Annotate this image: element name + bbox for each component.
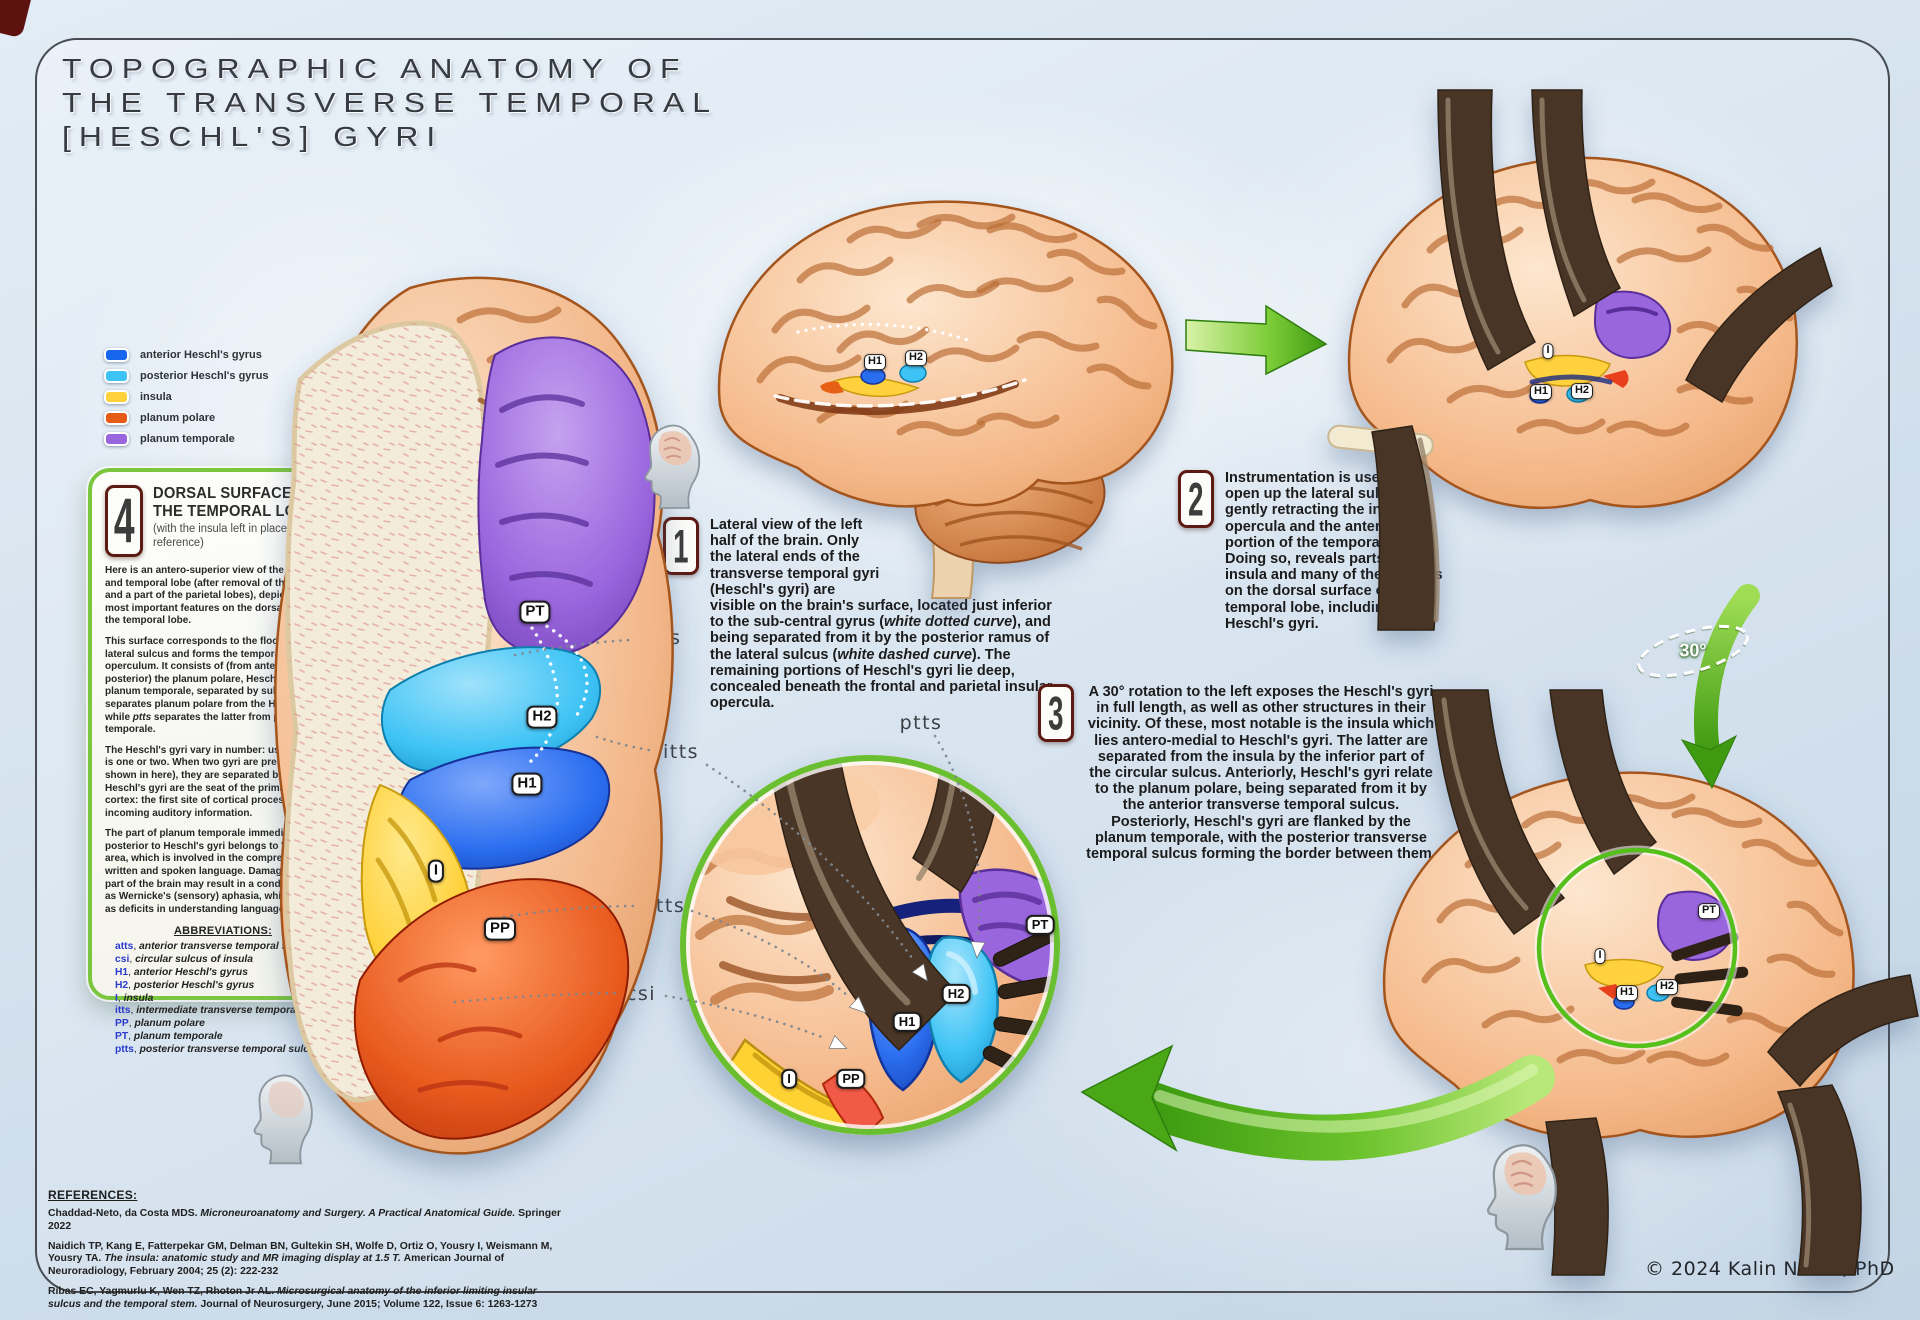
title-line-3: [HESCHL'S] GYRI xyxy=(62,121,444,152)
legend-label: planum temporale xyxy=(140,432,235,445)
abbreviation-item: PT, planum temporale xyxy=(115,1031,223,1043)
head-profile-icon xyxy=(644,424,701,509)
label-pill-h2: H2 xyxy=(526,705,558,729)
legend-label: insula xyxy=(140,390,172,403)
legend-item: insula xyxy=(104,386,269,407)
corner-accent xyxy=(0,0,34,39)
label-pill-i: I xyxy=(1542,343,1554,359)
legend-label: planum polare xyxy=(140,411,216,424)
step-2-text: Instrumentation is used to open up the l… xyxy=(1225,470,1443,632)
abbreviation-item: I, insula xyxy=(115,992,154,1004)
label-pill-pt: PT xyxy=(519,600,551,624)
step-number-1: 1 xyxy=(663,517,699,575)
reference-item: Chaddad-Neto, da Costa MDS. Microneuroan… xyxy=(48,1208,561,1232)
title-line-1: TOPOGRAPHIC ANATOMY OF xyxy=(62,53,688,84)
legend-swatch xyxy=(104,389,129,404)
label-pill-h1: H1 xyxy=(892,1011,922,1033)
references-section: REFERENCES: Chaddad-Neto, da Costa MDS. … xyxy=(48,1188,568,1319)
legend-label: posterior Heschl's gyrus xyxy=(140,369,269,382)
label-pill-h2: H2 xyxy=(904,350,928,366)
step-1-text: Lateral view of the left half of the bra… xyxy=(710,517,1053,712)
legend-swatch xyxy=(104,431,129,446)
label-pill-h1: H1 xyxy=(511,772,543,796)
reference-item: Naidich TP, Kang E, Fatterpekar GM, Delm… xyxy=(48,1240,553,1278)
label-pill-h2: H2 xyxy=(1570,383,1594,399)
magnified-inset-illustration xyxy=(680,755,1060,1135)
lateral-brain-illustration xyxy=(717,200,1174,599)
abbreviation-item: itts, intermediate transverse temporal s… xyxy=(115,1005,335,1017)
abbreviation-item: atts, anterior transverse temporal sulcu… xyxy=(115,941,315,953)
dorsal-temporal-lobe-illustration xyxy=(274,276,674,1155)
step-number-3: 3 xyxy=(1038,684,1074,742)
label-pill-i: I xyxy=(781,1068,797,1090)
retracted-brain-illustration xyxy=(1327,89,1833,631)
legend-item: posterior Heschl's gyrus xyxy=(104,365,269,386)
head-profile-icon xyxy=(1486,1144,1557,1251)
label-ptts-inset: ptts xyxy=(899,712,943,734)
label-pill-pp: PP xyxy=(836,1068,866,1090)
info-box-subheading: (with the insula left in place for refer… xyxy=(153,523,304,549)
label-pill-i: I xyxy=(427,859,445,883)
legend-swatch xyxy=(104,410,129,425)
step-2-block: 2 Instrumentation is used to open up the… xyxy=(1178,470,1478,632)
step-number-4: 4 xyxy=(105,485,143,557)
references-heading: REFERENCES: xyxy=(48,1188,138,1202)
abbreviations-heading: ABBREVIATIONS: xyxy=(173,925,273,938)
info-box-paragraph: This surface corresponds to the floor of… xyxy=(105,635,334,736)
label-pill-pp: PP xyxy=(483,917,517,941)
info-box-heading: DORSAL SURFACE OF THE TEMPORAL LOBE xyxy=(153,485,318,520)
label-pill-h2: H2 xyxy=(1655,979,1679,995)
info-box-paragraph: The part of planum temporale immediately… xyxy=(105,828,338,915)
legend-swatch xyxy=(104,368,129,383)
info-box-header: 4 DORSAL SURFACE OF THE TEMPORAL LOBE (w… xyxy=(105,485,341,557)
abbreviation-item: H2, posterior Heschl's gyrus xyxy=(115,979,255,991)
rotated-brain-illustration xyxy=(1382,689,1919,1276)
title-line-2: THE TRANSVERSE TEMPORAL xyxy=(62,87,718,118)
label-pill-pt: PT xyxy=(1697,903,1721,919)
label-itts: itts xyxy=(662,741,700,763)
step-3-text: A 30° rotation to the left exposes the H… xyxy=(1086,684,1436,863)
info-box-paragraph: Here is an antero-superior view of the l… xyxy=(105,565,336,627)
page-title: TOPOGRAPHIC ANATOMY OF THE TRANSVERSE TE… xyxy=(62,52,718,154)
step-1-block: 1 Lateral view of the left half of the b… xyxy=(663,517,1068,711)
reference-item: Ribas EC, Yagmurlu K, Wen TZ, Rhoton Jr … xyxy=(48,1285,538,1310)
head-profile-icon xyxy=(253,1074,313,1165)
step-number-2: 2 xyxy=(1178,470,1214,528)
abbreviation-item: ptts, posterior transverse temporal sulc… xyxy=(115,1043,322,1055)
legend-swatch xyxy=(104,347,129,362)
legend-item: planum polare xyxy=(104,407,269,428)
abbreviation-item: PP, planum polare xyxy=(115,1018,205,1030)
legend-item: anterior Heschl's gyrus xyxy=(104,344,269,365)
label-pill-h1: H1 xyxy=(863,354,887,370)
legend-item: planum temporale xyxy=(104,428,269,449)
label-pill-h1: H1 xyxy=(1529,384,1553,400)
label-pill-h1: H1 xyxy=(1615,985,1639,1001)
legend-label: anterior Heschl's gyrus xyxy=(140,348,262,361)
rotation-angle-label: 30° xyxy=(1679,640,1707,661)
abbreviation-item: H1, anterior Heschl's gyrus xyxy=(115,967,248,979)
abbreviation-item: csi, circular sulcus of insula xyxy=(115,954,253,966)
step-3-block: 3 A 30° rotation to the left exposes the… xyxy=(1038,684,1440,862)
label-pill-pt: PT xyxy=(1025,914,1055,936)
label-pill-h2: H2 xyxy=(941,983,971,1005)
label-pill-i: I xyxy=(1594,948,1606,964)
color-legend: anterior Heschl's gyrus posterior Heschl… xyxy=(104,344,269,449)
